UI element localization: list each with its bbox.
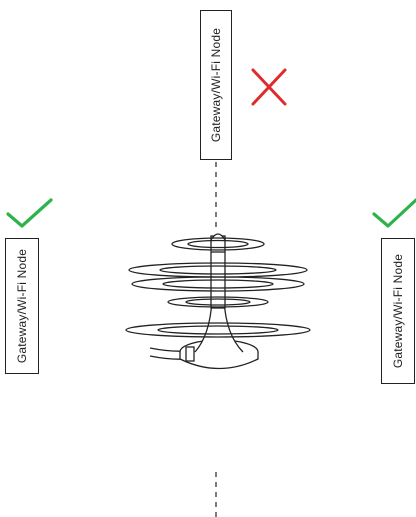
gateway-node-label: Gateway/Wi-Fi Node (15, 248, 29, 364)
gateway-node-top-incorrect: Gateway/Wi-Fi Node (200, 10, 232, 160)
cross-icon (251, 68, 287, 106)
signal-ring-5 (125, 322, 311, 338)
signal-ring-1 (171, 237, 265, 251)
signal-ring-4 (167, 296, 269, 308)
antenna (125, 233, 311, 370)
gateway-node-label: Gateway/Wi-Fi Node (209, 27, 223, 143)
signal-ring-3 (131, 276, 305, 292)
gateway-node-right-correct: Gateway/Wi-Fi Node (381, 238, 415, 384)
gateway-node-label: Gateway/Wi-Fi Node (391, 253, 405, 369)
checkmark-icon-right (372, 198, 416, 228)
checkmark-icon-left (6, 198, 53, 228)
gateway-node-left-correct: Gateway/Wi-Fi Node (5, 238, 39, 374)
